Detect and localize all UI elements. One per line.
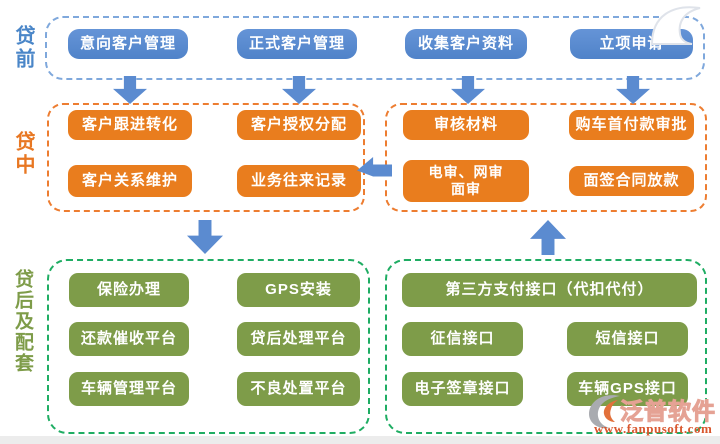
arrow-up-icon: [530, 220, 566, 255]
node-interview-contract-loan: 面签合同放款: [569, 166, 694, 196]
node-customer-relationship-maintenance: 客户关系维护: [68, 165, 192, 197]
node-phone-web-interview-review: 电审、网审 面审: [403, 160, 529, 202]
watermark-url: www.fanpusoft.com: [594, 421, 713, 436]
node-customer-followup-conversion: 客户跟进转化: [68, 110, 192, 140]
node-insurance-handling: 保险办理: [69, 273, 189, 307]
node-sms-interface: 短信接口: [567, 322, 688, 356]
watermark-brand: 泛普软件: [620, 398, 716, 425]
node-car-downpayment-approval: 购车首付款审批: [569, 110, 694, 140]
node-review-materials: 审核材料: [403, 110, 529, 140]
group-pre-loan: [45, 16, 705, 80]
node-project-application: 立项申请: [570, 29, 693, 59]
section-label-mid-loan: 贷中: [12, 131, 34, 177]
node-bad-asset-disposal-platform: 不良处置平台: [237, 372, 360, 406]
node-business-transaction-records: 业务往来记录: [237, 165, 361, 197]
node-esignature-interface: 电子签章接口: [402, 372, 523, 406]
node-collect-customer-info: 收集客户资料: [405, 29, 527, 59]
section-label-post-loan: 贷后及配套: [12, 269, 33, 374]
group-post-right: [385, 259, 707, 434]
arrow-down-icon-4: [616, 76, 650, 104]
arrow-down-icon-2: [282, 76, 316, 104]
node-gps-install: GPS安装: [237, 273, 360, 307]
group-mid-left: [47, 103, 365, 212]
node-third-party-payment-interface: 第三方支付接口（代扣代付）: [402, 273, 697, 307]
group-post-left: [47, 259, 370, 434]
bottom-gray-strip: [0, 436, 720, 444]
group-mid-right: [385, 103, 707, 212]
node-vehicle-management-platform: 车辆管理平台: [69, 372, 189, 406]
watermark-logo-icon: [589, 395, 620, 429]
arrow-down-icon-5: [187, 220, 223, 254]
arrow-down-icon-3: [451, 76, 485, 104]
node-post-loan-processing-platform: 贷后处理平台: [237, 322, 360, 356]
node-credit-interface: 征信接口: [402, 322, 523, 356]
section-label-pre-loan: 贷前: [12, 25, 34, 71]
node-vehicle-gps-interface: 车辆GPS接口: [567, 372, 688, 406]
node-intent-customer-management: 意向客户管理: [68, 29, 188, 59]
arrow-down-icon-1: [113, 76, 147, 104]
node-customer-authorization-allocation: 客户授权分配: [237, 110, 361, 140]
node-formal-customer-management: 正式客户管理: [237, 29, 357, 59]
node-repayment-collection-platform: 还款催收平台: [69, 322, 189, 356]
